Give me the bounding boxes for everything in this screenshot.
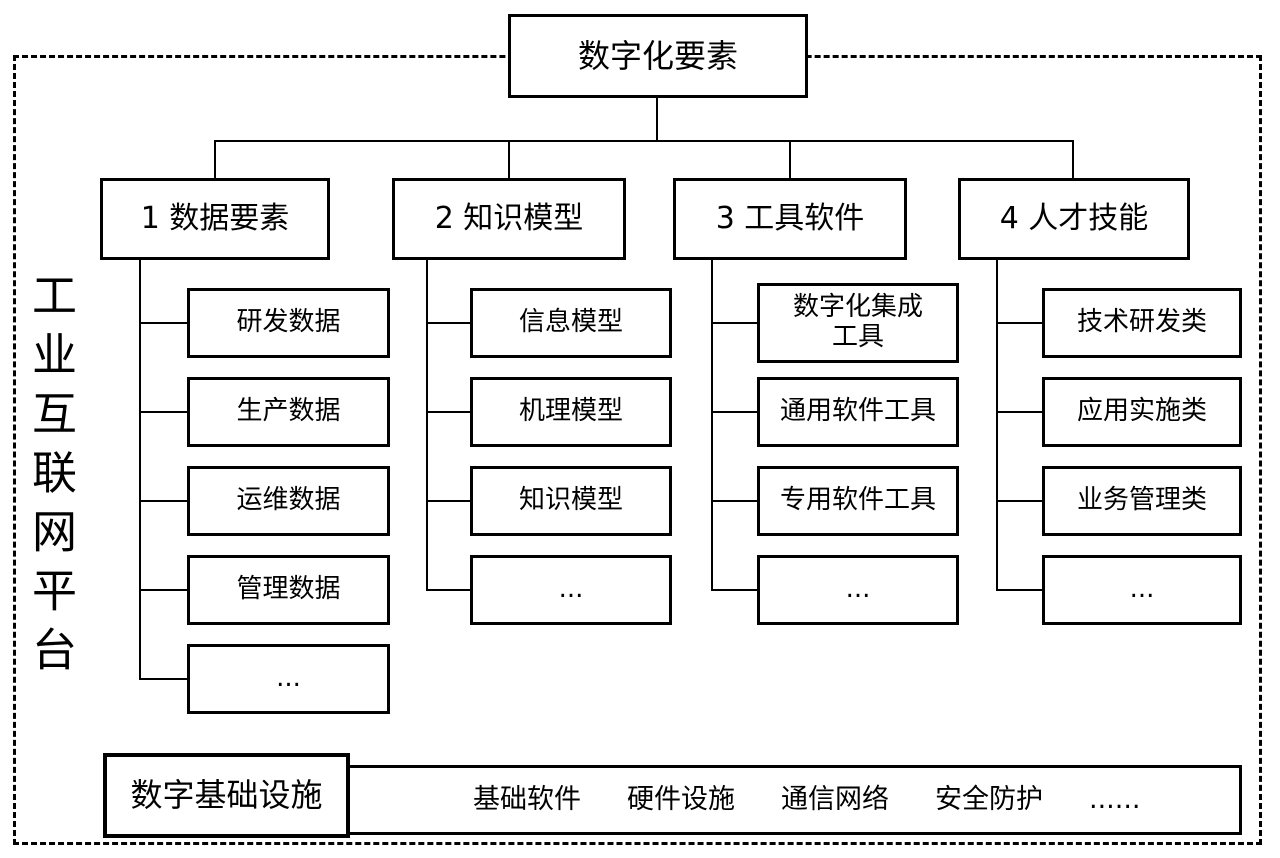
connector-line — [711, 260, 713, 591]
connector-line — [711, 322, 757, 324]
leaf-label: ... — [558, 574, 584, 605]
leaf-label: 运维数据 — [236, 485, 341, 516]
infra-item: 通信网络 — [781, 784, 889, 816]
infra-item: 硬件设施 — [627, 784, 735, 816]
leaf-label: 管理数据 — [236, 574, 341, 605]
connector-line — [139, 322, 187, 324]
leaf-node-ellipsis: ... — [470, 555, 672, 625]
leaf-label: 研发数据 — [236, 307, 341, 338]
connector-line — [656, 98, 658, 140]
root-node: 数字化要素 — [508, 14, 808, 98]
leaf-node: 专用软件工具 — [757, 466, 959, 536]
root-node-label: 数字化要素 — [577, 36, 738, 75]
leaf-label: 专用软件工具 — [779, 485, 936, 516]
connector-line — [1072, 140, 1074, 178]
leaf-label: 信息模型 — [518, 307, 623, 338]
connector-line — [426, 411, 470, 413]
infrastructure-bar: 基础软件 硬件设施 通信网络 安全防护 ...... — [340, 765, 1242, 835]
branch-node-tools: 3 工具软件 — [673, 178, 907, 260]
infra-item: 安全防护 — [935, 784, 1043, 816]
connector-line — [996, 322, 1042, 324]
branch-label: 1 数据要素 — [140, 200, 290, 236]
connector-line — [139, 500, 187, 502]
infrastructure-title: 数字基础设施 — [130, 776, 323, 815]
connector-line — [426, 322, 470, 324]
connector-line — [139, 260, 141, 680]
connector-line — [711, 500, 757, 502]
leaf-label: 技术研发类 — [1076, 307, 1207, 338]
platform-boundary-frame — [13, 55, 1262, 845]
leaf-node-ellipsis: ... — [1042, 555, 1242, 625]
branch-label: 2 知识模型 — [434, 200, 584, 236]
connector-line — [214, 140, 216, 178]
connector-line — [711, 411, 757, 413]
leaf-node: 数字化集成 工具 — [757, 283, 959, 363]
leaf-node: 机理模型 — [470, 377, 672, 447]
infra-item: 基础软件 — [473, 784, 581, 816]
leaf-label: 机理模型 — [518, 396, 623, 427]
connector-line — [139, 678, 187, 680]
leaf-label: 业务管理类 — [1076, 485, 1207, 516]
leaf-label: 数字化集成 工具 — [792, 292, 923, 352]
leaf-node: 知识模型 — [470, 466, 672, 536]
leaf-node: 生产数据 — [187, 377, 390, 447]
infrastructure-title-box: 数字基础设施 — [103, 753, 350, 838]
infra-item-ellipsis: ...... — [1089, 784, 1141, 816]
connector-line — [426, 260, 428, 591]
connector-line — [139, 411, 187, 413]
connector-line — [426, 500, 470, 502]
leaf-node: 业务管理类 — [1042, 466, 1242, 536]
leaf-label: 应用实施类 — [1076, 396, 1207, 427]
connector-line — [996, 500, 1042, 502]
connector-line — [426, 589, 470, 591]
leaf-node: 信息模型 — [470, 288, 672, 358]
connector-line — [711, 589, 757, 591]
leaf-label: ... — [845, 574, 871, 605]
connector-line — [996, 589, 1042, 591]
leaf-node: 通用软件工具 — [757, 377, 959, 447]
branch-node-talent: 4 人才技能 — [958, 178, 1190, 260]
platform-label: 工业互联网平台 — [24, 272, 77, 685]
connector-line — [214, 140, 1074, 142]
branch-node-data: 1 数据要素 — [100, 178, 330, 260]
leaf-node: 技术研发类 — [1042, 288, 1242, 358]
connector-line — [789, 140, 791, 178]
connector-line — [508, 140, 510, 178]
leaf-node: 研发数据 — [187, 288, 390, 358]
leaf-node-ellipsis: ... — [187, 644, 390, 714]
branch-label: 4 人才技能 — [999, 200, 1149, 236]
leaf-node: 应用实施类 — [1042, 377, 1242, 447]
leaf-label: ... — [276, 663, 301, 694]
connector-line — [996, 260, 998, 591]
leaf-node: 运维数据 — [187, 466, 390, 536]
leaf-label: ... — [1129, 574, 1155, 605]
leaf-label: 知识模型 — [518, 485, 623, 516]
leaf-label: 生产数据 — [236, 396, 341, 427]
leaf-node-ellipsis: ... — [757, 555, 959, 625]
connector-line — [996, 411, 1042, 413]
leaf-label: 通用软件工具 — [779, 396, 936, 427]
leaf-node: 管理数据 — [187, 555, 390, 625]
branch-label: 3 工具软件 — [715, 200, 865, 236]
branch-node-knowledge: 2 知识模型 — [392, 178, 626, 260]
connector-line — [139, 589, 187, 591]
